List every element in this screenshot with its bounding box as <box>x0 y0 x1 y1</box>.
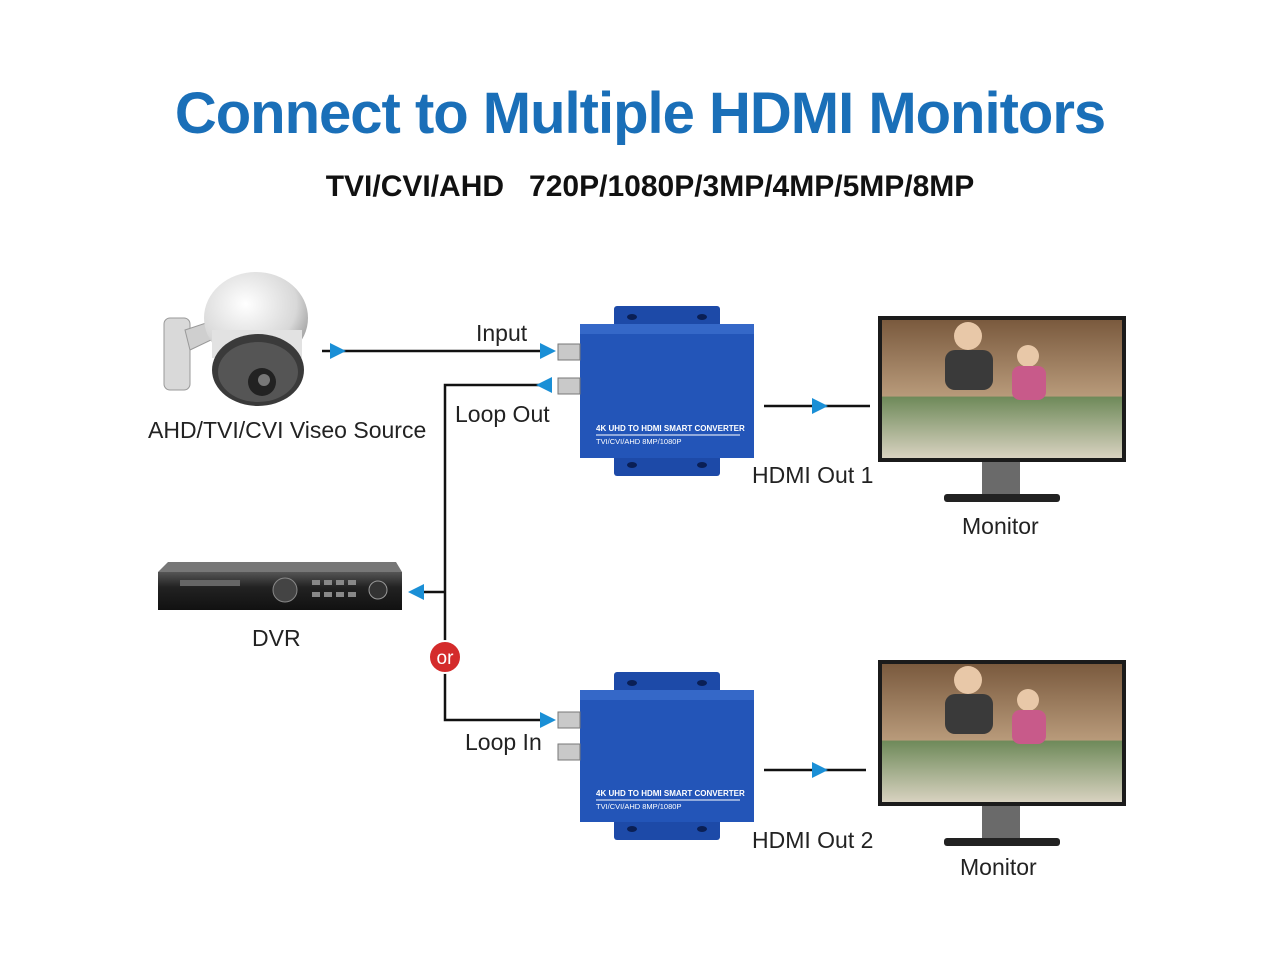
monitor-1-icon <box>878 316 1126 502</box>
hdmi-out-2-label: HDMI Out 2 <box>752 827 874 853</box>
converter-1-spec-text: TVI/CVI/AHD 8MP/1080P <box>596 437 681 446</box>
hdmi-out-1-label: HDMI Out 1 <box>752 462 874 488</box>
arrow-right-icon <box>330 343 346 359</box>
monitor-2-label: Monitor <box>960 854 1037 880</box>
or-text: or <box>437 648 455 669</box>
converter-1-model-text: 4K UHD TO HDMI SMART CONVERTER <box>596 424 745 433</box>
input-label: Input <box>476 320 528 346</box>
or-badge: or <box>428 640 462 674</box>
arrow-right-icon <box>812 762 828 778</box>
hdmi-converter-2: 4K UHD TO HDMI SMART CONVERTER TVI/CVI/A… <box>557 672 754 840</box>
monitor-1-label: Monitor <box>962 513 1039 539</box>
video-source-label: AHD/TVI/CVI Viseo Source <box>148 417 427 443</box>
page-subtitle: TVI/CVI/AHD 720P/1080P/3MP/4MP/5MP/8MP <box>325 170 975 203</box>
dvr-recorder-icon <box>158 562 402 610</box>
dvr-label: DVR <box>252 625 301 651</box>
arrow-left-icon <box>408 584 424 600</box>
loop-out-label: Loop Out <box>455 401 550 427</box>
arrow-right-icon <box>540 343 556 359</box>
arrow-left-icon <box>536 377 552 393</box>
ptz-camera-icon <box>163 272 308 406</box>
arrow-right-icon <box>540 712 556 728</box>
hdmi-converter-1: 4K UHD TO HDMI SMART CONVERTER TVI/CVI/A… <box>557 306 754 476</box>
page-title: Connect to Multiple HDMI Monitors <box>174 81 1106 146</box>
arrow-right-icon <box>812 398 828 414</box>
monitor-2-icon <box>878 660 1126 846</box>
loop-in-label: Loop In <box>465 729 542 755</box>
converter-2-model-text: 4K UHD TO HDMI SMART CONVERTER <box>596 789 745 798</box>
converter-2-spec-text: TVI/CVI/AHD 8MP/1080P <box>596 802 681 811</box>
